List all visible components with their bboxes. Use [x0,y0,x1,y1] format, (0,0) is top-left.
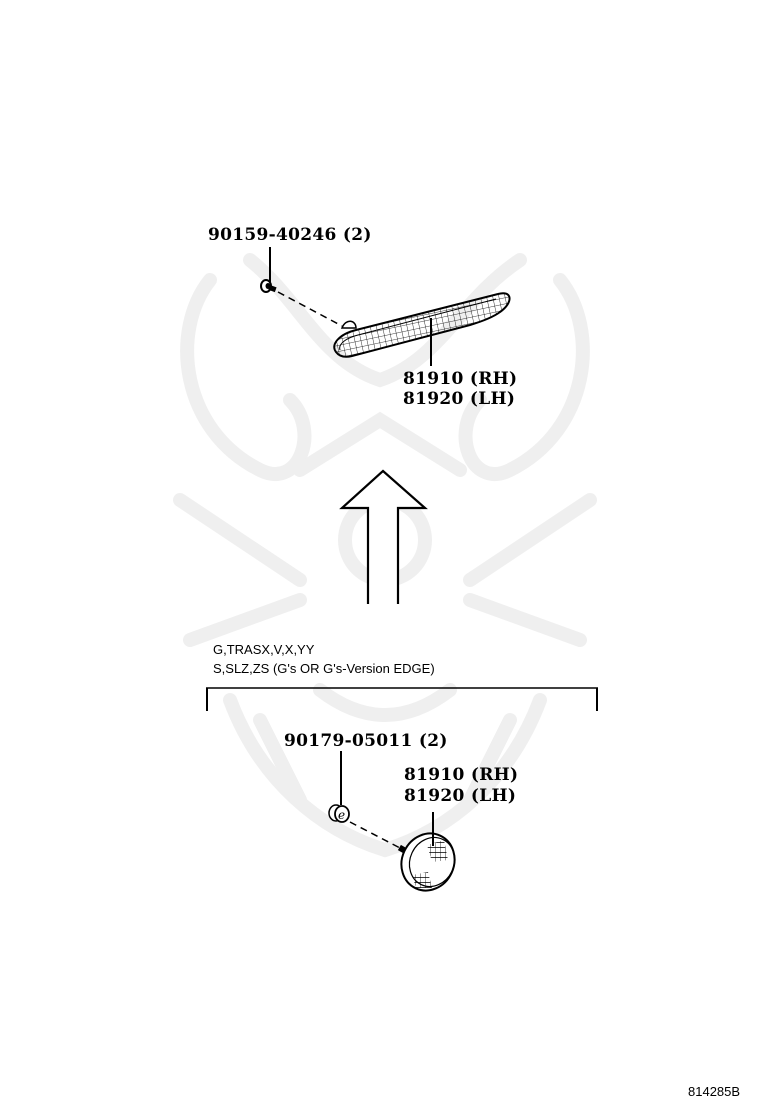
assembly-dashed-line [349,821,401,849]
elongated-side-marker-lamp-icon [333,292,511,358]
applicability-note-line2: S,SLZ,ZS (G's OR G's-Version EDGE) [213,661,435,676]
arrow-up-icon [339,469,428,604]
screw-icon [260,279,277,293]
nut-icon: e [328,804,350,823]
upper-screw-part-label: 90159-40246 (2) [208,225,372,245]
lower-nut-part-label: 90179-05011 (2) [284,731,448,751]
figure-code: 814285B [688,1084,741,1099]
svg-text:e: e [338,808,345,822]
round-side-marker-lamp-icon [397,832,456,892]
upper-lamp-lh-part-label: 81920 (LH) [403,389,516,409]
assembly-dashed-line [277,291,343,327]
lower-lamp-rh-part-label: 81910 (RH) [404,765,519,785]
upper-lamp-rh-part-label: 81910 (RH) [403,369,518,389]
lower-lamp-lh-part-label: 81920 (LH) [404,786,517,806]
applicability-bracket [206,687,598,711]
applicability-note-line1: G,TRASX,V,X,YY [213,642,315,657]
